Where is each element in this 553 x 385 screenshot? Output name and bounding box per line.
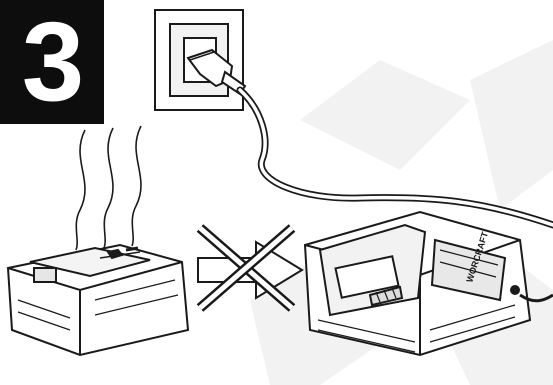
step-number: 3 <box>22 6 82 118</box>
heat-waves-icon <box>76 126 141 250</box>
step-badge: 3 <box>0 0 104 124</box>
battery-pack-icon <box>8 245 188 355</box>
